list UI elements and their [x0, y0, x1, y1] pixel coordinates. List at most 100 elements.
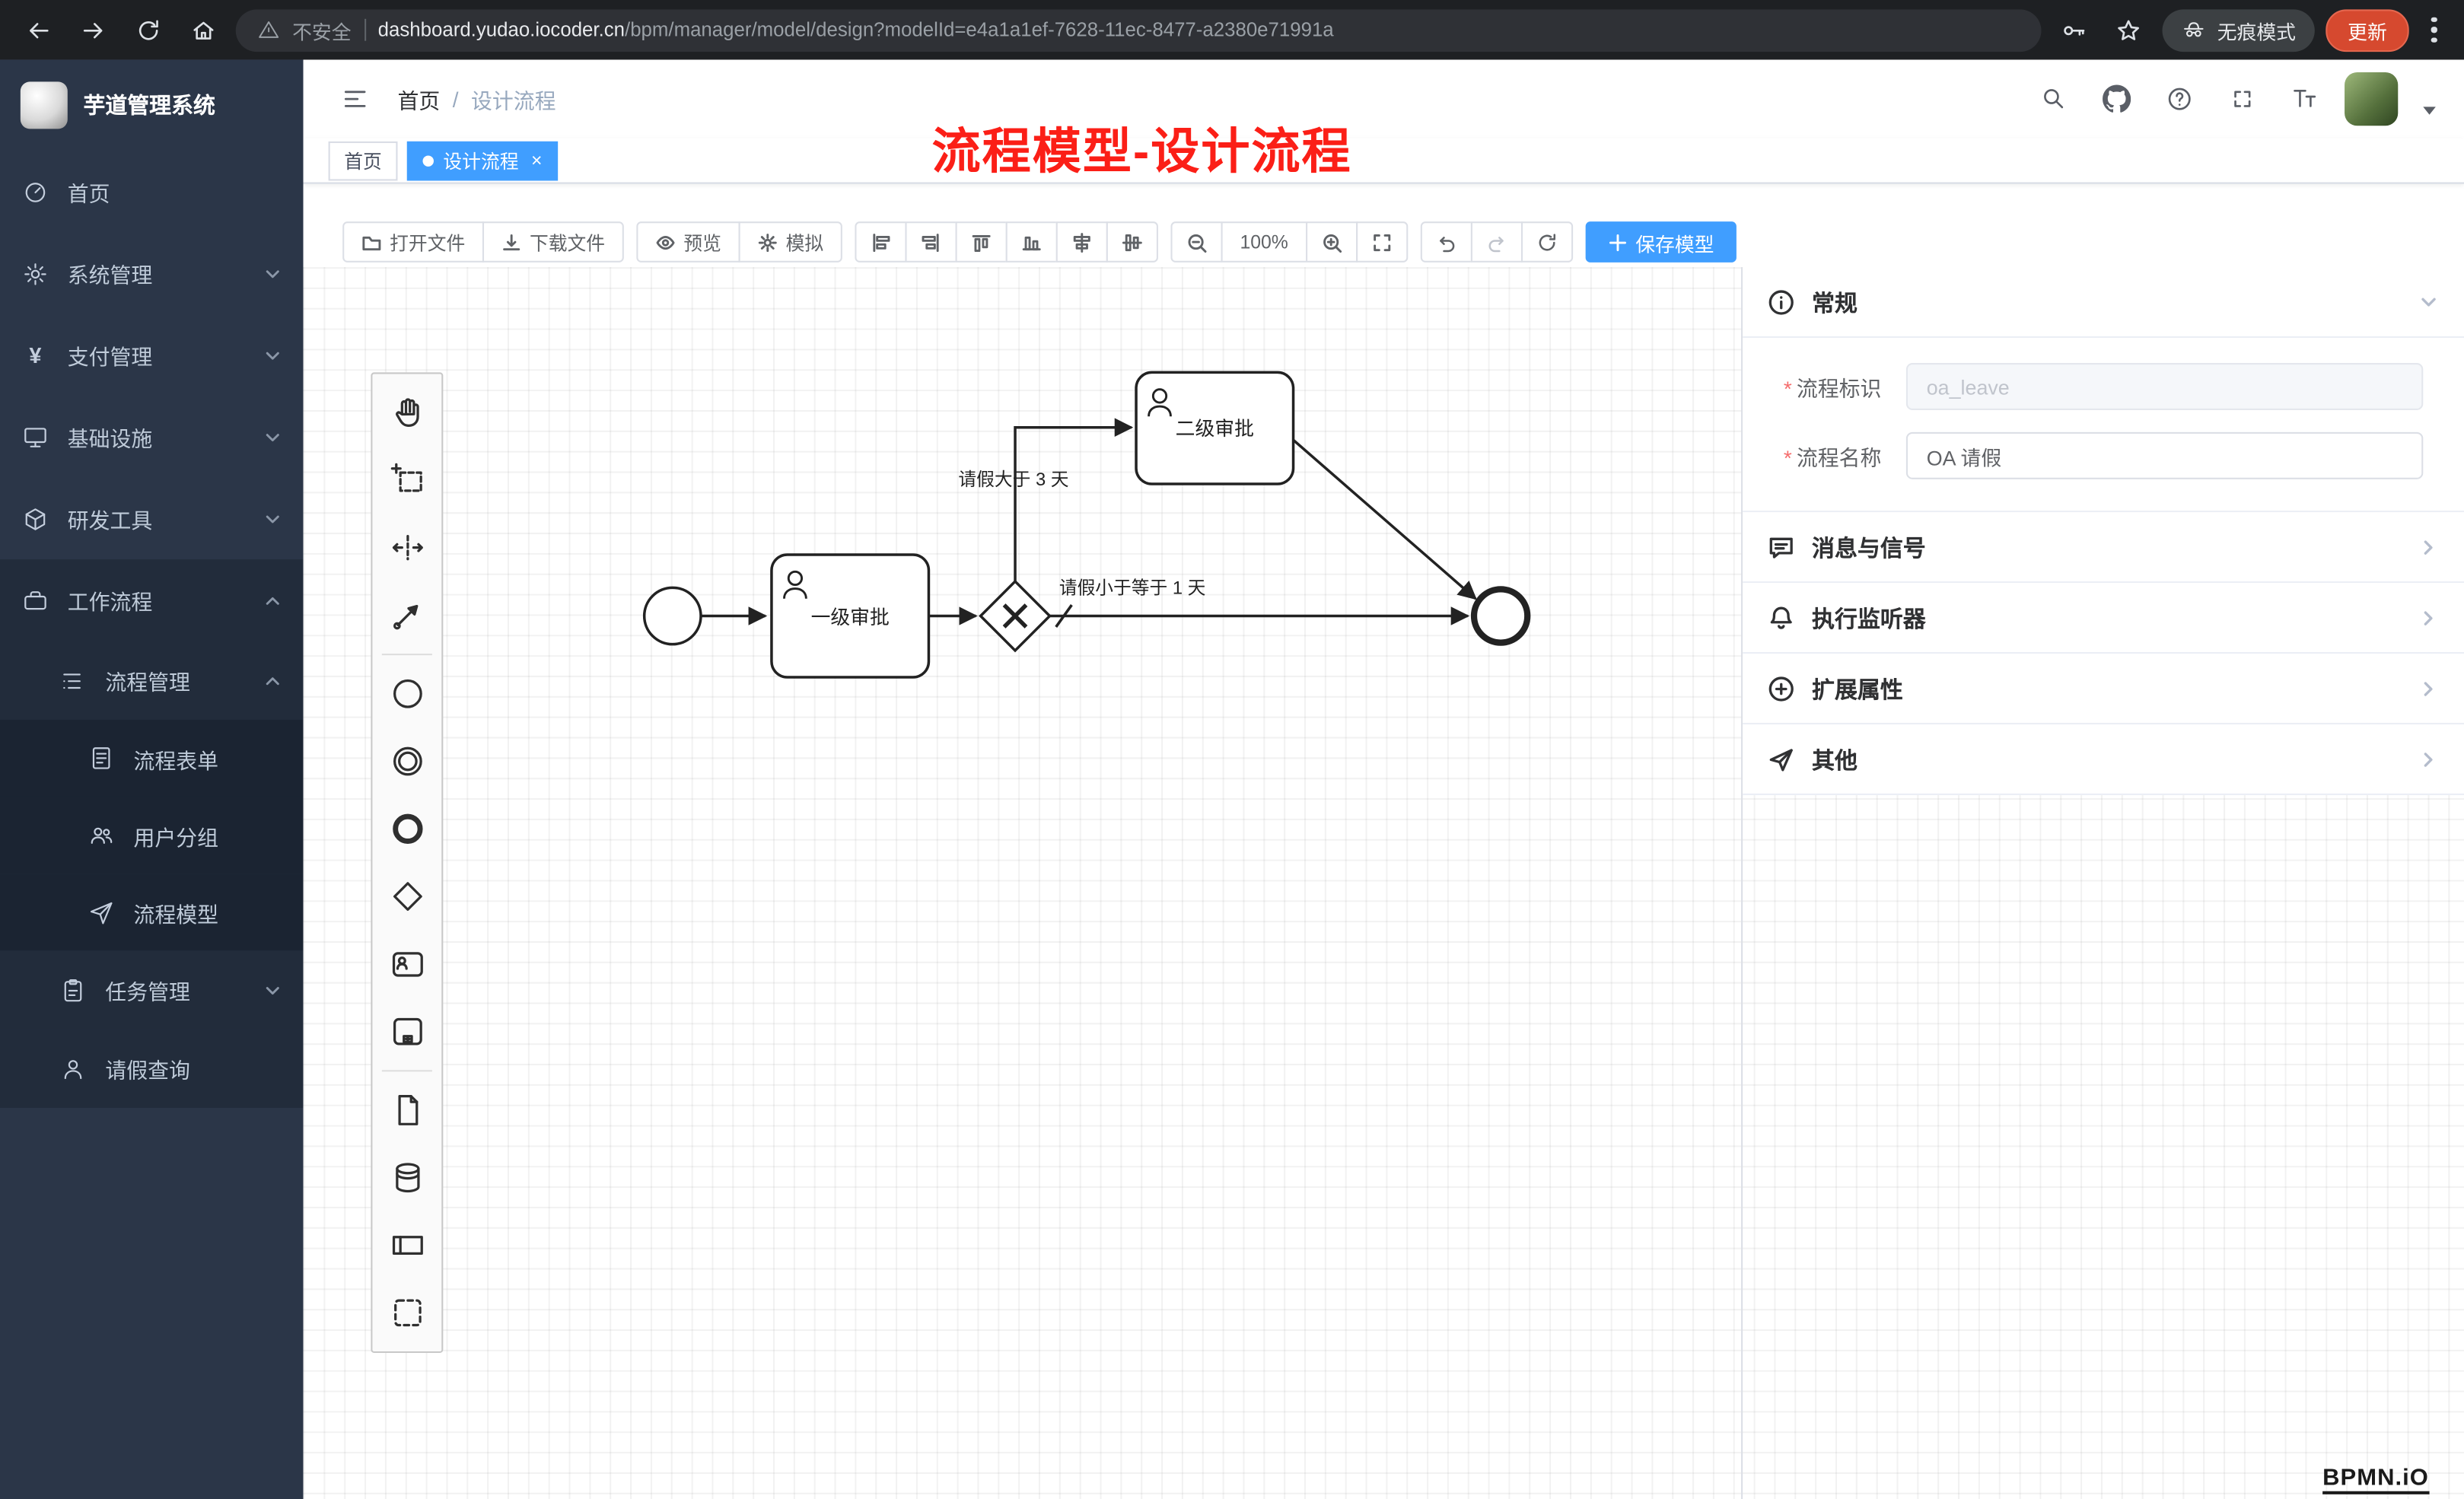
space-tool-icon[interactable] — [372, 514, 441, 581]
reload-icon[interactable] — [126, 8, 170, 52]
create-participant-icon[interactable] — [372, 1211, 441, 1279]
properties-panel: 常规 *流程标识 *流程名称 — [1741, 267, 2464, 1499]
create-intermediate-event-icon[interactable] — [372, 727, 441, 795]
exclusive-gateway[interactable] — [979, 579, 1052, 653]
start-event[interactable] — [642, 586, 702, 646]
breadcrumb-home[interactable]: 首页 — [397, 89, 441, 113]
users-icon — [88, 822, 115, 848]
align-top-button[interactable] — [955, 221, 1008, 263]
tab-home[interactable]: 首页 — [328, 140, 398, 180]
simulate-button[interactable]: 模拟 — [738, 221, 842, 263]
section-other[interactable]: 其他 — [1743, 724, 2464, 795]
github-icon[interactable] — [2093, 75, 2141, 123]
zoom-in-icon — [1323, 233, 1342, 252]
section-extended-attributes[interactable]: 扩展属性 — [1743, 654, 2464, 724]
zoom-out-button[interactable] — [1170, 221, 1223, 263]
chevron-down-icon — [2418, 291, 2439, 312]
process-name-input[interactable] — [1905, 431, 2424, 479]
task2-label: 二级审批 — [1176, 418, 1254, 440]
password-key-icon[interactable] — [2052, 8, 2096, 52]
sidebar-item-system[interactable]: 系统管理 — [0, 233, 304, 314]
tab-close-icon[interactable]: × — [531, 149, 543, 172]
eye-icon — [656, 234, 675, 250]
address-bar[interactable]: 不安全 dashboard.yudao.iocoder.cn/bpm/manag… — [235, 8, 2042, 52]
sidebar-item-leave-query[interactable]: 请假查询 — [0, 1029, 304, 1108]
incognito-badge[interactable]: 无痕模式 — [2162, 8, 2315, 52]
align-right-button[interactable] — [905, 221, 957, 263]
not-secure-warning-icon[interactable] — [258, 19, 280, 41]
align-center-button[interactable] — [1055, 221, 1108, 263]
user-task-first-approval[interactable]: 一级审批 — [770, 553, 931, 679]
process-key-input[interactable] — [1905, 363, 2424, 410]
section-general[interactable]: 常规 — [1743, 267, 2464, 338]
sidebar-item-process-model[interactable]: 流程模型 — [0, 874, 304, 951]
flow-label-greater-than-3-days[interactable]: 请假大于 3 天 — [958, 469, 1068, 490]
open-file-button[interactable]: 打开文件 — [342, 221, 485, 263]
restart-button[interactable] — [1520, 221, 1573, 263]
zoom-in-button[interactable] — [1305, 221, 1358, 263]
preview-button[interactable]: 预览 — [636, 221, 740, 263]
url-path: /bpm/manager/model/design?modelId=e4a1a1… — [625, 18, 1334, 41]
avatar[interactable] — [2345, 72, 2399, 126]
sidebar-item-workflow[interactable]: 工作流程 — [0, 559, 304, 641]
zoom-reset-button[interactable] — [1355, 221, 1408, 263]
sidebar-item-infra[interactable]: 基础设施 — [0, 396, 304, 477]
sequence-flow-task2-to-end[interactable] — [1292, 438, 1477, 600]
zoom-level[interactable]: 100% — [1221, 221, 1307, 263]
flow-label-less-equal-1-day[interactable]: 请假小于等于 1 天 — [1059, 578, 1206, 599]
palette-separator — [381, 1070, 432, 1072]
sidebar-item-process-form[interactable]: 流程表单 — [0, 719, 304, 797]
create-end-event-icon[interactable] — [372, 795, 441, 863]
bpmn-io-watermark[interactable]: BPMN.iO — [2322, 1465, 2429, 1494]
save-model-button[interactable]: 保存模型 — [1585, 221, 1737, 263]
fullscreen-icon[interactable] — [2219, 75, 2266, 123]
download-file-button[interactable]: 下载文件 — [482, 221, 624, 263]
create-group-icon[interactable] — [372, 1279, 441, 1347]
create-subprocess-icon[interactable] — [372, 998, 441, 1065]
align-left-button[interactable] — [855, 221, 907, 263]
sidebar-item-home[interactable]: 首页 — [0, 151, 304, 232]
hand-tool-icon[interactable] — [372, 379, 441, 447]
create-data-store-icon[interactable] — [372, 1144, 441, 1211]
redo-icon — [1488, 236, 1504, 252]
end-event[interactable] — [1470, 586, 1531, 646]
undo-button[interactable] — [1420, 221, 1472, 263]
font-size-icon[interactable] — [2281, 75, 2329, 123]
search-icon[interactable] — [2030, 75, 2077, 123]
document-icon — [88, 745, 115, 772]
user-task-second-approval[interactable]: 二级审批 — [1135, 371, 1295, 485]
create-data-object-icon[interactable] — [372, 1077, 441, 1144]
info-icon — [1768, 288, 1794, 315]
sidebar-item-user-group[interactable]: 用户分组 — [0, 796, 304, 874]
tab-design-process[interactable]: 设计流程 × — [406, 140, 559, 180]
align-bottom-button[interactable] — [1005, 221, 1058, 263]
sidebar-item-task-mgmt[interactable]: 任务管理 — [0, 950, 304, 1030]
sidebar-item-label: 流程表单 — [133, 748, 219, 772]
help-icon[interactable] — [2156, 75, 2203, 123]
create-gateway-icon[interactable] — [372, 863, 441, 931]
create-user-task-icon[interactable] — [372, 931, 441, 998]
home-icon[interactable] — [180, 8, 224, 52]
section-execution-listener[interactable]: 执行监听器 — [1743, 583, 2464, 654]
section-message-signal[interactable]: 消息与信号 — [1743, 512, 2464, 584]
avatar-caret-icon[interactable] — [2423, 106, 2436, 114]
sidebar-item-devtools[interactable]: 研发工具 — [0, 478, 304, 559]
sidebar-item-payment[interactable]: ¥ 支付管理 — [0, 314, 304, 396]
align-middle-button[interactable] — [1106, 221, 1159, 263]
url-text[interactable]: dashboard.yudao.iocoder.cn/bpm/manager/m… — [378, 19, 1334, 41]
browser-menu-icon[interactable] — [2420, 17, 2448, 43]
sidebar-item-process-mgmt[interactable]: 流程管理 — [0, 641, 304, 720]
security-label[interactable]: 不安全 — [292, 21, 352, 43]
chrome-update-button[interactable]: 更新 — [2326, 8, 2409, 52]
sequence-flow-gateway-to-task2[interactable] — [1014, 418, 1134, 582]
back-icon[interactable] — [16, 8, 60, 52]
tabs-bar: 首页 设计流程 × — [303, 138, 2464, 184]
create-start-event-icon[interactable] — [372, 660, 441, 727]
bookmark-star-icon[interactable] — [2107, 8, 2151, 52]
global-connect-tool-icon[interactable] — [372, 581, 441, 649]
lasso-tool-icon[interactable] — [372, 446, 441, 514]
section-title: 扩展属性 — [1812, 678, 1903, 704]
redo-button[interactable] — [1470, 221, 1523, 263]
forward-icon[interactable] — [71, 8, 115, 52]
sidebar-fold-icon[interactable] — [341, 85, 369, 113]
